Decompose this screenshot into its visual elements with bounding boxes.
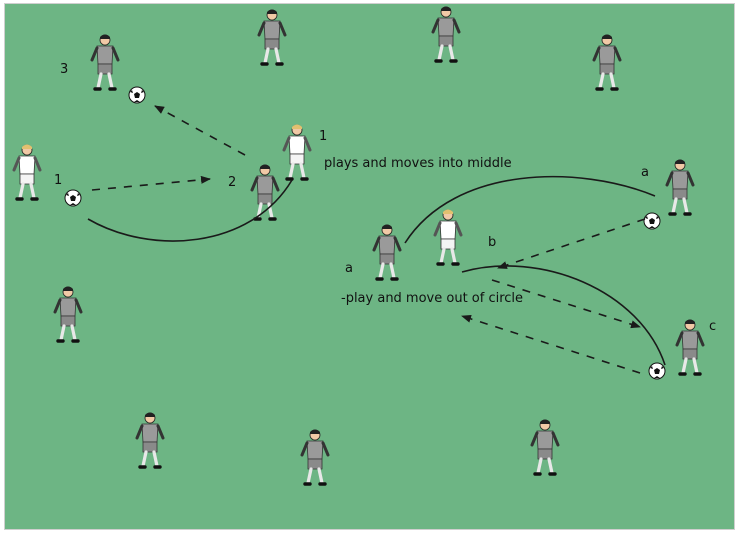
- pass-arrow-icon: [462, 316, 640, 373]
- note-plays-middle: plays and moves into middle: [324, 157, 512, 170]
- player-icon: [435, 210, 461, 265]
- player-icon: [259, 10, 285, 65]
- soccer-ball-icon: [649, 363, 665, 379]
- player-icon: [433, 7, 459, 62]
- player-icon: [532, 420, 558, 475]
- label-receiver-2: 2: [228, 176, 236, 189]
- player-icon: [284, 125, 310, 180]
- player-icon: [374, 225, 400, 280]
- player-icon: [667, 160, 693, 215]
- label-center-b: b: [488, 236, 496, 249]
- player-icon: [677, 320, 703, 375]
- player-icon: [14, 145, 40, 200]
- pass-arrow-icon: [498, 219, 645, 268]
- soccer-ball-icon: [644, 213, 660, 229]
- pass-arrow-icon: [92, 179, 210, 190]
- label-right-c: c: [709, 320, 716, 333]
- player-icon: [55, 287, 81, 342]
- label-outer-1: 1: [54, 174, 62, 187]
- label-outer-3: 3: [60, 63, 68, 76]
- pass-arrow-icon: [155, 106, 245, 155]
- note-play-out: -play and move out of circle: [341, 292, 523, 305]
- soccer-ball-icon: [65, 190, 81, 206]
- label-right-a: a: [641, 166, 649, 179]
- player-icon: [594, 35, 620, 90]
- soccer-ball-icon: [129, 87, 145, 103]
- label-center-1: 1: [319, 130, 327, 143]
- player-icon: [302, 430, 328, 485]
- label-center-a: a: [345, 262, 353, 275]
- player-icon: [137, 413, 163, 468]
- player-icon: [92, 35, 118, 90]
